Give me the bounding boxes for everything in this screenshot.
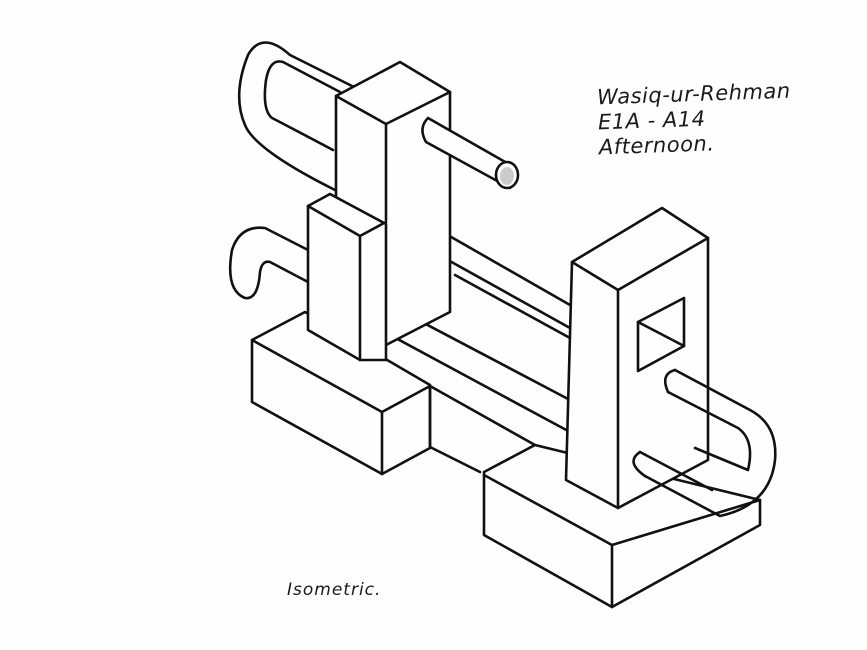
front-small-block (306, 192, 388, 362)
author-block: Wasiq-ur-Rehman E1A - A14 Afternoon. (597, 79, 793, 161)
drawing-caption: Isometric. (287, 580, 382, 600)
short-rod (421, 116, 520, 190)
left-hook-pipe (228, 226, 310, 300)
right-u-pipe (632, 368, 777, 518)
top-left-u-pipe (237, 41, 372, 192)
right-tall-block (564, 206, 710, 510)
right-base-block (482, 443, 762, 609)
